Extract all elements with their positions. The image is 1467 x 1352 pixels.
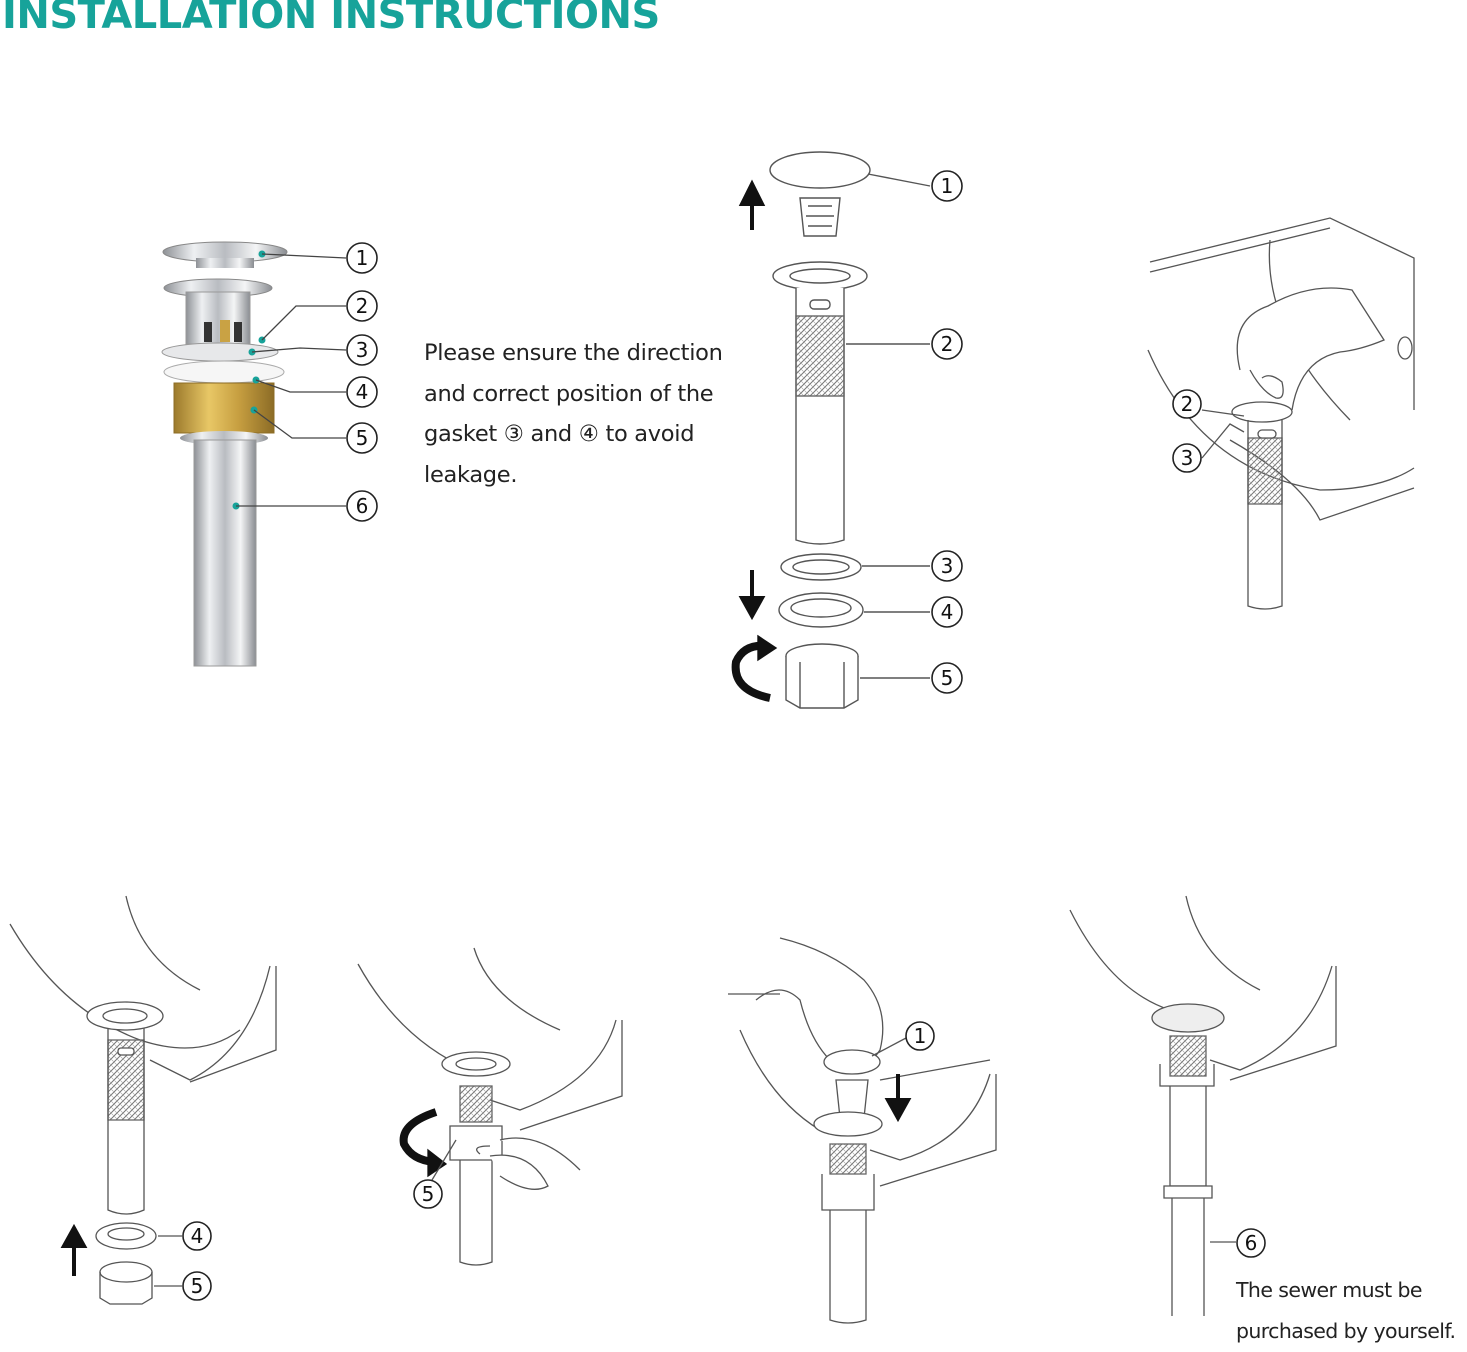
callout-number: 2 xyxy=(941,332,954,356)
cap-stem-part xyxy=(196,258,254,268)
hand-outline xyxy=(1236,287,1385,411)
gasket-three-part xyxy=(161,342,279,362)
callout-number: 3 xyxy=(356,338,369,362)
exploded-callouts: 1 2 3 4 5 xyxy=(931,170,963,694)
callout-number: 4 xyxy=(191,1224,204,1248)
callout-number: 1 xyxy=(941,174,954,198)
callout-number: 6 xyxy=(356,494,369,518)
callout-number: 4 xyxy=(356,380,369,404)
sewer-callouts: 6 xyxy=(1236,1228,1266,1258)
callout-number: 2 xyxy=(356,294,369,318)
drain-product-illustration: 1 2 3 4 5 6 xyxy=(161,241,378,667)
exploded-thread xyxy=(795,315,845,397)
callout-number: 3 xyxy=(941,554,954,578)
arrow-up-icon xyxy=(738,179,766,230)
brass-nut-part xyxy=(173,382,275,434)
gasket-four-part xyxy=(163,360,285,384)
step-install-cap xyxy=(728,937,997,1324)
step-tighten-nut xyxy=(357,947,623,1266)
exploded-view xyxy=(731,151,931,709)
rotate-arrow-icon xyxy=(731,641,771,702)
callout-number: 3 xyxy=(1181,446,1194,470)
tighten-callouts: 5 xyxy=(413,1179,443,1209)
arrow-down-icon xyxy=(738,570,766,621)
tailpiece-part xyxy=(193,439,257,667)
note-line: and correct position of the xyxy=(424,380,714,407)
sewer-line: The sewer must be xyxy=(1236,1278,1422,1302)
callout-number: 4 xyxy=(941,600,954,624)
exploded-nut xyxy=(785,656,859,709)
gasket-nut-callouts: 4 5 xyxy=(182,1221,212,1301)
cap-callouts: 1 xyxy=(905,1021,935,1051)
arrow-up-icon xyxy=(60,1223,88,1276)
exploded-strainer xyxy=(799,197,841,237)
note-line: Please ensure the direction xyxy=(424,340,723,366)
callout-number: 6 xyxy=(1245,1231,1258,1255)
arrow-down-icon xyxy=(884,1074,912,1123)
callout-number: 5 xyxy=(191,1274,204,1298)
callout-number: 1 xyxy=(914,1024,927,1048)
sewer-line: purchased by yourself. xyxy=(1236,1319,1456,1343)
callout-number: 5 xyxy=(941,666,954,690)
product-callouts: 1 2 3 4 5 6 xyxy=(346,242,378,522)
note-line: gasket ③ and ④ to avoid xyxy=(424,421,695,447)
callout-number: 2 xyxy=(1181,392,1194,416)
callout-number: 5 xyxy=(422,1182,435,1206)
drain-body-part xyxy=(185,291,251,345)
callout-number: 1 xyxy=(356,246,369,270)
sewer-note: The sewer must be purchased by yourself. xyxy=(1236,1270,1467,1352)
gasket-warning-note: Please ensure the direction and correct … xyxy=(424,333,764,495)
callout-number: 5 xyxy=(356,426,369,450)
step-connect-sewer xyxy=(1069,895,1337,1316)
page-title: INSTALLATION INSTRUCTIONS xyxy=(2,0,660,38)
exploded-cap xyxy=(769,151,871,189)
note-line: leakage. xyxy=(424,461,518,488)
insert-callouts: 2 3 xyxy=(1172,389,1202,473)
step-attach-gasket-nut xyxy=(9,895,277,1305)
